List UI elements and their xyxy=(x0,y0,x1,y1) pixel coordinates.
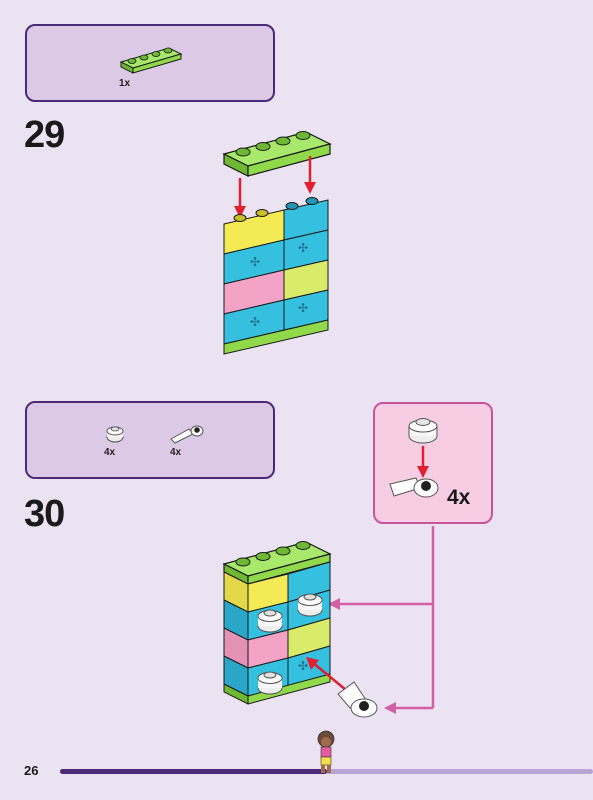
white-round-brick-icon xyxy=(106,426,124,443)
lime-plate-1x4-icon xyxy=(119,47,183,74)
progress-bar xyxy=(60,769,593,774)
minidoll-icon xyxy=(317,730,335,773)
parts-box-step-30: 4x 4x xyxy=(25,401,275,479)
step-29-build-illustration: ✣ ✣ ✣ ✣ xyxy=(222,131,332,355)
page-number: 26 xyxy=(24,763,39,778)
callout-qty: 4x xyxy=(447,486,471,509)
step-30-build-illustration: ✣ xyxy=(222,541,378,718)
svg-text:✣: ✣ xyxy=(298,241,308,255)
svg-text:✣: ✣ xyxy=(250,315,260,329)
step-number: 30 xyxy=(24,493,65,535)
part-qty: 4x xyxy=(104,447,116,458)
svg-text:✣: ✣ xyxy=(250,255,260,269)
part-qty: 4x xyxy=(170,447,182,458)
progress-bar-fill xyxy=(60,769,327,774)
part-qty: 1x xyxy=(119,78,131,89)
white-clip-bar-icon xyxy=(170,425,204,444)
svg-text:✣: ✣ xyxy=(298,659,308,673)
callout-connector xyxy=(328,526,435,714)
callout-sub-assembly-icon xyxy=(389,418,439,498)
parts-box-step-29: 1x xyxy=(25,24,275,102)
svg-text:✣: ✣ xyxy=(298,301,308,315)
step-number: 29 xyxy=(24,114,65,156)
